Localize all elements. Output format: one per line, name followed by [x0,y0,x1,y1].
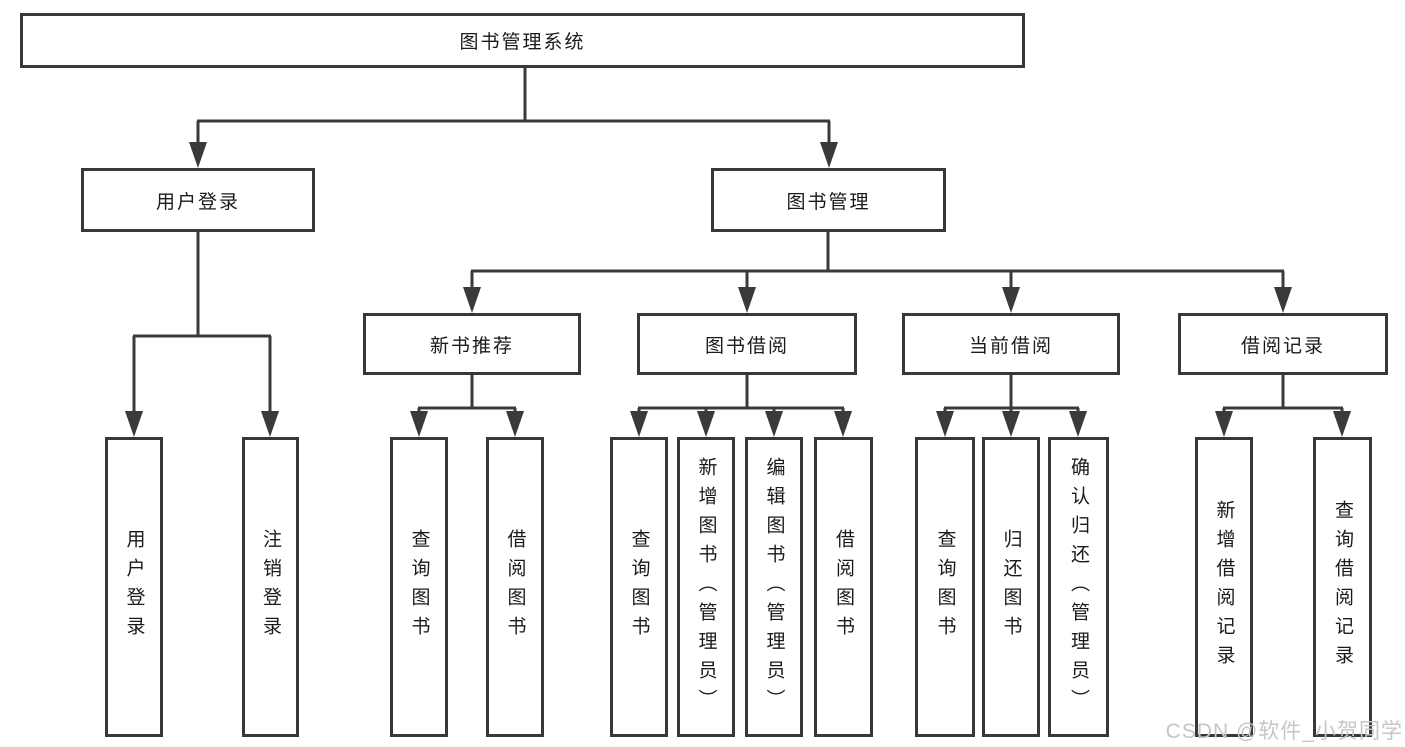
arrowhead [1002,411,1020,437]
arrowhead [936,411,954,437]
arrowhead [1274,287,1292,313]
arrowhead [1069,411,1087,437]
arrowhead [1002,287,1020,313]
leaf-newbook-borrow-book: 借阅图书 [486,437,544,737]
node-user-login: 用户登录 [81,168,315,232]
node-label: 新增借阅记录 [1213,500,1235,674]
node-label: 借阅记录 [1240,335,1325,357]
connector-login-to-leaves [132,232,272,414]
node-label: 借阅图书 [833,529,854,645]
arrowhead [630,411,648,437]
arrowheads [125,142,1351,437]
leaf-borrow-borrow-book: 借阅图书 [814,437,873,737]
connector-root-to-level2 [196,68,831,145]
node-label: 确认归还（管理员） [1068,456,1089,718]
arrowhead [820,142,838,168]
node-label: 查询图书 [628,529,650,645]
node-label: 新增图书（管理员） [695,456,717,718]
watermark: CSDN @软件_小贺同学 [1165,720,1403,743]
arrowhead [765,411,783,437]
leaf-user-login: 用户登录 [105,437,163,737]
leaf-current-return-book: 归还图书 [982,437,1040,737]
node-book-borrow: 图书借阅 [637,313,857,375]
node-label: 用户登录 [123,529,145,645]
leaf-borrow-query-book: 查询图书 [610,437,668,737]
node-label: 查询借阅记录 [1332,500,1353,674]
leaf-newbook-query-book: 查询图书 [390,437,448,737]
connector-mgmt-to-level3 [470,232,1285,290]
arrowhead [738,287,756,313]
leaf-logout: 注销登录 [242,437,299,737]
arrowhead [834,411,852,437]
node-root: 图书管理系统 [20,13,1025,68]
arrowhead [410,411,428,437]
node-current-borrow: 当前借阅 [902,313,1120,375]
arrowhead [1333,411,1351,437]
leaf-current-query-book: 查询图书 [915,437,975,737]
arrowhead [697,411,715,437]
node-label: 当前借阅 [968,335,1053,357]
node-borrow-record: 借阅记录 [1178,313,1388,375]
arrowhead [261,411,279,437]
node-label: 借阅图书 [504,529,526,645]
node-label: 查询图书 [408,529,430,645]
node-label: 注销登录 [260,529,281,645]
arrowhead [125,411,143,437]
node-label: 新书推荐 [429,335,514,357]
node-book-management: 图书管理 [711,168,946,232]
node-label: 图书管理系统 [459,32,586,53]
node-new-book-recommend: 新书推荐 [363,313,581,375]
node-label: 查询图书 [934,529,956,645]
connector-borrow-to-leaves [637,375,845,414]
connector-current-to-leaves [943,375,1080,414]
leaf-record-query-record: 查询借阅记录 [1313,437,1372,737]
node-label: 图书借阅 [704,335,789,357]
arrowhead [1215,411,1233,437]
arrowhead [463,287,481,313]
node-label: 归还图书 [1000,529,1022,645]
leaf-current-confirm-return-admin: 确认归还（管理员） [1048,437,1109,737]
leaf-borrow-add-book-admin: 新增图书（管理员） [677,437,735,737]
connector-record-to-leaves [1222,375,1344,414]
node-label: 编辑图书（管理员） [763,456,785,718]
node-label: 用户登录 [155,191,240,213]
arrowhead [506,411,524,437]
leaf-borrow-edit-book-admin: 编辑图书（管理员） [745,437,803,737]
arrowhead [189,142,207,168]
leaf-record-add-record: 新增借阅记录 [1195,437,1253,737]
node-label: 图书管理 [786,191,871,213]
connector-newbook-to-leaves [417,375,517,414]
